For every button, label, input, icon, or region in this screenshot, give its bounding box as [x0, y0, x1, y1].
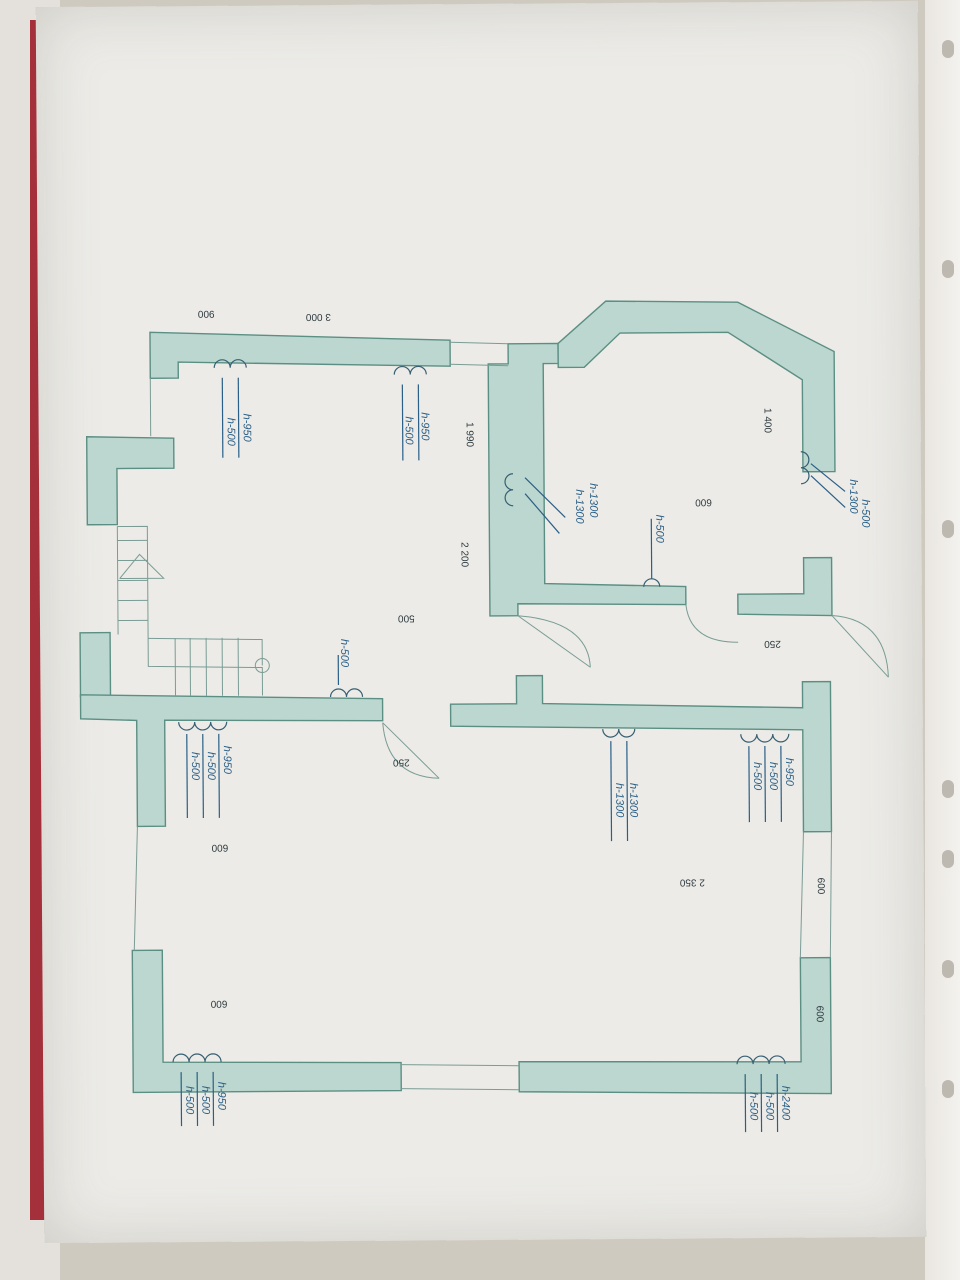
dim-hall-v-top: 1 990 — [463, 422, 475, 448]
dim-hall-v-mid: 2 200 — [458, 542, 470, 568]
height-label: h-1300 — [627, 782, 640, 818]
wall-bay-left — [487, 342, 687, 617]
dim-right-wall-a: 600 — [814, 877, 826, 895]
height-label: h-500 — [199, 1085, 212, 1115]
dim-top-mid: 3 000 — [305, 311, 331, 323]
height-label: h-500 — [204, 751, 218, 781]
dim-living: 2 350 — [679, 876, 705, 888]
height-label: h-950 — [782, 757, 796, 787]
staircase — [116, 525, 270, 697]
openings — [133, 341, 889, 1091]
height-label: h-500 — [653, 514, 666, 543]
height-label: h-500 — [859, 499, 872, 528]
sleeve-ring — [942, 850, 954, 868]
height-label: h-950 — [240, 413, 253, 442]
height-label: h-1300 — [587, 483, 600, 518]
dim-top-left: 900 — [197, 307, 215, 319]
dim-door-left: 250 — [392, 756, 410, 768]
plastic-sleeve — [925, 0, 960, 1280]
height-label: h-1300 — [613, 782, 626, 818]
dim-bay-room: 600 — [695, 496, 712, 508]
dim-bottom-left: 600 — [210, 997, 228, 1009]
height-label: h-500 — [750, 762, 764, 791]
sleeve-ring — [942, 1080, 954, 1098]
wall-bottom-left — [131, 949, 402, 1094]
wall-bay-right — [737, 556, 833, 617]
height-label: h-950 — [220, 745, 234, 774]
height-label: h-500 — [763, 1091, 776, 1121]
height-label: h-1300 — [573, 489, 586, 524]
wall-stair-bump — [85, 436, 175, 526]
sleeve-ring — [942, 960, 954, 978]
dim-hall-center: 500 — [397, 612, 415, 624]
wall-bottom-right — [518, 956, 833, 1095]
wall-top-left — [149, 331, 451, 380]
wall-middle-right — [449, 674, 833, 833]
height-label: h-500 — [766, 761, 780, 791]
floor-plan: 900 3 000 1 990 2 200 1 400 600 500 250 … — [36, 1, 927, 1243]
height-label: h-1300 — [847, 479, 860, 514]
dim-left-room: 600 — [211, 841, 229, 853]
wall-middle-left — [79, 694, 384, 828]
wall-bay-window — [557, 300, 836, 473]
sleeve-ring — [942, 40, 954, 58]
sleeve-ring — [942, 260, 954, 278]
height-label: h-2400 — [779, 1085, 792, 1121]
feed-arrows — [180, 377, 846, 1133]
height-label: h-500 — [183, 1086, 196, 1115]
height-label: h-500 — [338, 638, 351, 668]
height-label: h-500 — [224, 417, 237, 446]
height-label: h-500 — [188, 751, 202, 781]
wall-stair-left — [79, 631, 112, 698]
sleeve-ring — [942, 780, 954, 798]
height-label: h-500 — [402, 416, 415, 445]
height-label: h-500 — [747, 1092, 760, 1121]
dim-right-wall-b: 600 — [813, 1005, 825, 1023]
socket-group — [172, 359, 810, 1065]
sleeve-ring — [942, 520, 954, 538]
height-label: h-950 — [418, 412, 431, 441]
dim-door-right: 250 — [764, 637, 781, 650]
floor-plan-drawing — [79, 300, 889, 1133]
dim-bay-v: 1 400 — [761, 407, 773, 434]
height-label: h-950 — [215, 1081, 228, 1111]
